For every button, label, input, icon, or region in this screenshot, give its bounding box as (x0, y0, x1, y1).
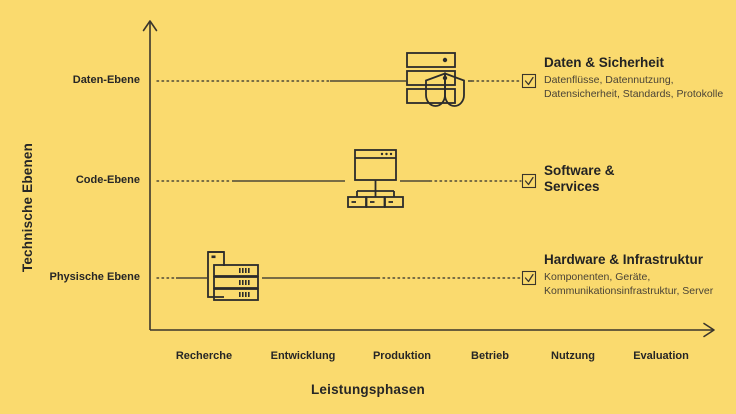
x-axis (150, 322, 715, 338)
row-item-daten-sicherheit: Daten & Sicherheit Datenflüsse, Datennut… (544, 55, 736, 101)
x-tick-recherche: Recherche (175, 350, 233, 362)
row-item-hardware-infrastruktur: Hardware & Infrastruktur Komponenten, Ge… (544, 252, 736, 298)
checked-checkbox-icon-code[interactable] (521, 173, 537, 189)
y-tick-physische-ebene: Physische Ebene (49, 271, 141, 283)
row-title-software-services: Software & Services (544, 163, 615, 194)
checked-checkbox-icon-daten[interactable] (521, 73, 537, 89)
row-title-hardware-infrastruktur: Hardware & Infrastruktur (544, 252, 704, 267)
row-item-software-services: Software & Services (544, 163, 654, 197)
y-tick-code-ebene: Code-Ebene (75, 174, 140, 186)
x-tick-entwicklung: Entwicklung (270, 350, 336, 362)
y-axis-title: Technische Ebenen (8, 0, 48, 414)
x-tick-nutzung: Nutzung (551, 350, 595, 362)
server-rack-icon (207, 251, 259, 301)
row-title-daten-sicherheit: Daten & Sicherheit (544, 55, 665, 70)
y-axis-title-label: Technische Ebenen (20, 142, 36, 272)
x-tick-evaluation: Evaluation (633, 350, 689, 362)
y-tick-daten-ebene: Daten-Ebene (72, 74, 140, 86)
browser-sitemap-icon (347, 149, 404, 208)
x-tick-produktion: Produktion (372, 350, 432, 362)
server-shield-icon (406, 52, 465, 107)
row-description-daten-sicherheit: Datenflüsse, Datennutzung, Datensicherhe… (544, 74, 724, 100)
checked-checkbox-icon-physisch[interactable] (521, 270, 537, 286)
x-axis-title: Leistungsphasen (310, 382, 426, 397)
y-axis (142, 20, 158, 330)
x-tick-betrieb: Betrieb (471, 350, 509, 362)
row-description-hardware-infrastruktur: Komponenten, Geräte, Kommunikationsinfra… (544, 271, 714, 297)
